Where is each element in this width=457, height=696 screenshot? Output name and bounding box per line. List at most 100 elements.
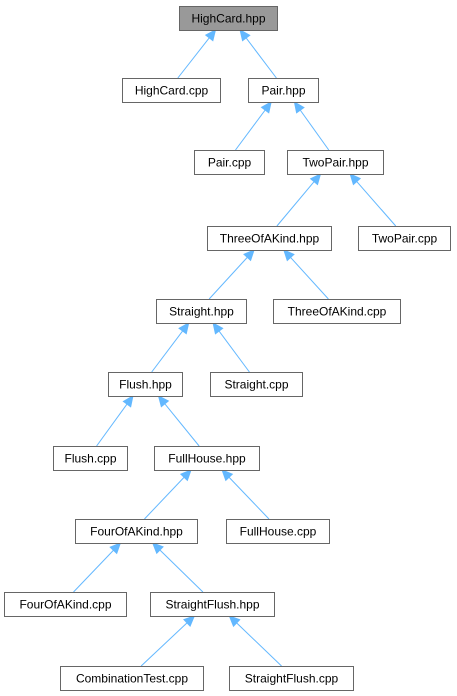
edge-line	[245, 37, 277, 79]
node-label: ThreeOfAKind.hpp	[220, 232, 320, 246]
edge-line	[140, 622, 188, 667]
node-fourofakind-hpp[interactable]: FourOfAKind.hpp	[75, 519, 198, 544]
node-straightflush-hpp[interactable]: StraightFlush.hpp	[150, 592, 275, 617]
node-combinationtest-cpp[interactable]: CombinationTest.cpp	[60, 666, 204, 691]
node-box[interactable]	[156, 299, 247, 324]
node-fullhouse-hpp[interactable]: FullHouse.hpp	[154, 446, 260, 471]
node-box[interactable]	[60, 666, 204, 691]
arrowhead-icon	[179, 469, 192, 482]
edge-pair_hpp-to-highcard_hpp	[239, 29, 277, 79]
node-highcard-cpp[interactable]: HighCard.cpp	[122, 78, 221, 103]
node-box[interactable]	[229, 666, 354, 691]
node-box[interactable]	[248, 78, 319, 103]
edge-line	[218, 330, 250, 373]
node-label: ThreeOfAKind.cpp	[288, 305, 387, 319]
node-pair-cpp[interactable]: Pair.cpp	[194, 150, 265, 175]
node-straight-cpp[interactable]: Straight.cpp	[210, 372, 303, 397]
edge-line	[73, 549, 114, 593]
edge-line	[235, 109, 266, 151]
node-label: FullHouse.hpp	[168, 452, 246, 466]
node-box[interactable]	[210, 372, 303, 397]
edge-line	[356, 181, 397, 227]
node-box[interactable]	[358, 226, 451, 251]
edge-highcard_cpp-to-highcard_hpp	[177, 29, 217, 79]
node-box[interactable]	[154, 446, 260, 471]
node-label: HighCard.hpp	[191, 12, 265, 26]
edge-line	[299, 109, 330, 151]
node-label: Pair.hpp	[261, 84, 305, 98]
node-box[interactable]	[53, 446, 128, 471]
edge-line	[164, 403, 200, 447]
arrowhead-icon	[283, 249, 295, 262]
arrowhead-icon	[178, 322, 190, 335]
node-twopair-hpp[interactable]: TwoPair.hpp	[287, 150, 384, 175]
node-box[interactable]	[4, 592, 127, 617]
node-box[interactable]	[122, 78, 221, 103]
edge-flush_hpp-to-straight_hpp	[151, 322, 190, 373]
node-label: HighCard.cpp	[135, 84, 209, 98]
node-flush-hpp[interactable]: Flush.hpp	[108, 372, 183, 397]
node-box[interactable]	[108, 372, 183, 397]
node-label: Flush.hpp	[119, 378, 172, 392]
arrowhead-icon	[221, 469, 234, 482]
edge-twopair_cpp-to-twopair_hpp	[349, 173, 397, 227]
node-highcard-hpp[interactable]: HighCard.hpp	[179, 6, 278, 31]
node-box[interactable]	[194, 150, 265, 175]
arrowhead-icon	[349, 173, 362, 186]
node-label: StraightFlush.cpp	[245, 672, 339, 686]
arrowhead-icon	[109, 542, 122, 555]
node-flush-cpp[interactable]: Flush.cpp	[53, 446, 128, 471]
edge-line	[208, 257, 248, 300]
arrowhead-icon	[204, 29, 217, 42]
edge-line	[177, 37, 210, 79]
arrowhead-icon	[309, 173, 322, 186]
node-label: FourOfAKind.hpp	[90, 525, 183, 539]
edge-line	[144, 476, 185, 520]
edge-line	[96, 403, 128, 447]
arrowhead-icon	[212, 322, 224, 335]
node-fourofakind-cpp[interactable]: FourOfAKind.cpp	[4, 592, 127, 617]
node-twopair-cpp[interactable]: TwoPair.cpp	[358, 226, 451, 251]
node-label: FullHouse.cpp	[240, 525, 317, 539]
edge-straightflush_hpp-to-fourofakind_hpp	[151, 542, 204, 593]
node-straightflush-cpp[interactable]: StraightFlush.cpp	[229, 666, 354, 691]
node-label: FourOfAKind.cpp	[19, 598, 111, 612]
arrowhead-icon	[243, 249, 255, 262]
edge-flush_cpp-to-flush_hpp	[96, 395, 134, 447]
edge-line	[236, 622, 282, 667]
node-label: Straight.hpp	[169, 305, 234, 319]
node-box[interactable]	[287, 150, 384, 175]
node-threeofakind-hpp[interactable]: ThreeOfAKind.hpp	[207, 226, 332, 251]
node-label: TwoPair.cpp	[372, 232, 438, 246]
edge-line	[151, 330, 184, 373]
arrowhead-icon	[151, 542, 164, 555]
edge-straight_cpp-to-straight_hpp	[212, 322, 250, 373]
edge-twopair_hpp-to-pair_hpp	[293, 101, 330, 151]
node-box[interactable]	[207, 226, 332, 251]
node-straight-hpp[interactable]: Straight.hpp	[156, 299, 247, 324]
edge-fourofakind_hpp-to-fullhouse_hpp	[144, 469, 192, 520]
node-fullhouse-cpp[interactable]: FullHouse.cpp	[226, 519, 330, 544]
node-pair-hpp[interactable]: Pair.hpp	[248, 78, 319, 103]
node-box[interactable]	[226, 519, 330, 544]
node-label: Flush.cpp	[64, 452, 116, 466]
edge-threeofakind_hpp-to-twopair_hpp	[276, 173, 322, 227]
node-box[interactable]	[179, 6, 278, 31]
node-box[interactable]	[150, 592, 275, 617]
node-box[interactable]	[273, 299, 401, 324]
arrowhead-icon	[183, 615, 196, 628]
arrowhead-icon	[122, 395, 134, 408]
node-label: Pair.cpp	[208, 156, 252, 170]
edge-fullhouse_cpp-to-fullhouse_hpp	[221, 469, 270, 520]
edge-fourofakind_cpp-to-fourofakind_hpp	[73, 542, 122, 593]
edge-combinationtest_cpp-to-straightflush_hpp	[140, 615, 196, 667]
node-threeofakind-cpp[interactable]: ThreeOfAKind.cpp	[273, 299, 401, 324]
edge-line	[228, 476, 270, 520]
edge-fullhouse_hpp-to-flush_hpp	[157, 395, 200, 447]
node-box[interactable]	[75, 519, 198, 544]
node-label: StraightFlush.hpp	[165, 598, 259, 612]
node-label: Straight.cpp	[224, 378, 288, 392]
edge-threeofakind_cpp-to-threeofakind_hpp	[283, 249, 329, 300]
